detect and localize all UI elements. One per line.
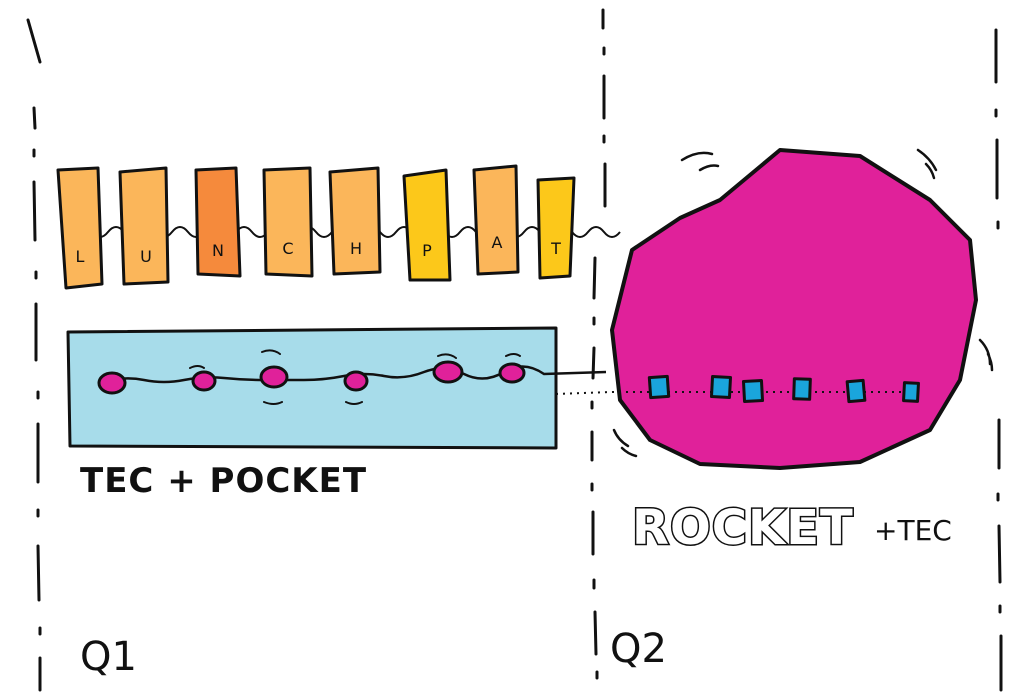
sprint-tile-1-letter: L bbox=[76, 247, 85, 266]
left-divider bbox=[26, 18, 42, 692]
right-divider bbox=[994, 28, 1003, 692]
sprint-tile-3: N bbox=[194, 166, 242, 278]
rocket-square-6 bbox=[902, 381, 920, 403]
sprint-tile-2-shape bbox=[118, 166, 170, 286]
tec-pocket-dotted-link bbox=[555, 391, 613, 395]
rocket-blob-motion-marks bbox=[612, 148, 994, 458]
rocket-squares bbox=[647, 374, 920, 404]
sprint-tile-7-shape bbox=[472, 164, 520, 276]
rocket-label-suffix: +TEC bbox=[874, 514, 952, 547]
q2-label: Q2 bbox=[610, 626, 667, 672]
tec-pocket-bead-6 bbox=[498, 362, 526, 384]
rocket-blob bbox=[610, 148, 994, 470]
tec-pocket-bead-4 bbox=[343, 370, 369, 392]
sprint-tile-7: A bbox=[472, 164, 520, 276]
sprint-tile-5: H bbox=[328, 166, 382, 276]
q1-label: Q1 bbox=[80, 634, 137, 680]
sprint-tile-5-letter: H bbox=[350, 239, 362, 258]
sprint-tile-1-shape bbox=[56, 166, 104, 290]
tec-pocket-box bbox=[66, 326, 613, 450]
sprint-tile-4: C bbox=[262, 166, 314, 278]
sprint-tile-8-shape bbox=[536, 176, 576, 280]
sprint-tile-2: U bbox=[118, 166, 170, 286]
sprint-tile-4-letter: C bbox=[282, 239, 293, 258]
tec-pocket-beads bbox=[97, 360, 526, 395]
rocket-square-5 bbox=[845, 378, 867, 404]
rocket-square-1 bbox=[647, 374, 671, 400]
tec-pocket-bead-5 bbox=[432, 360, 464, 384]
middle-divider bbox=[590, 8, 607, 680]
rocket-blob-shape bbox=[610, 148, 978, 470]
rocket-square-2 bbox=[709, 375, 733, 399]
sprint-tile-8: T bbox=[536, 176, 576, 280]
sprint-tile-8-letter: T bbox=[550, 239, 561, 258]
tec-pocket-bead-2 bbox=[191, 370, 217, 392]
sprint-tile-6: P bbox=[402, 168, 452, 282]
sprint-tile-6-letter: P bbox=[422, 241, 432, 260]
sprint-tile-6-shape bbox=[402, 168, 452, 282]
tec-pocket-bead-1 bbox=[97, 371, 127, 395]
sprint-tile-1: L bbox=[56, 166, 104, 290]
tec-pocket-bead-3 bbox=[259, 365, 289, 389]
quarter-dividers bbox=[26, 8, 1003, 692]
sprint-tile-3-shape bbox=[194, 166, 242, 278]
rocket-label: ROCKET bbox=[632, 500, 854, 556]
sprint-tile-2-letter: U bbox=[140, 247, 152, 266]
sprint-tile-4-shape bbox=[262, 166, 314, 278]
tec-pocket-bead-marks bbox=[189, 349, 521, 405]
rocket-square-3 bbox=[741, 379, 765, 403]
sprint-tile-7-letter: A bbox=[492, 233, 503, 252]
sprint-tile-3-letter: N bbox=[212, 241, 224, 260]
tec-pocket-label: TEC + POCKET bbox=[80, 461, 367, 501]
sprint-tiles: L U N C H P A bbox=[56, 164, 576, 290]
tec-pocket-thread bbox=[103, 365, 607, 384]
tec-pocket-box-shape bbox=[66, 326, 558, 450]
rocket-square-4 bbox=[792, 377, 812, 401]
sprint-tile-5-shape bbox=[328, 166, 382, 276]
